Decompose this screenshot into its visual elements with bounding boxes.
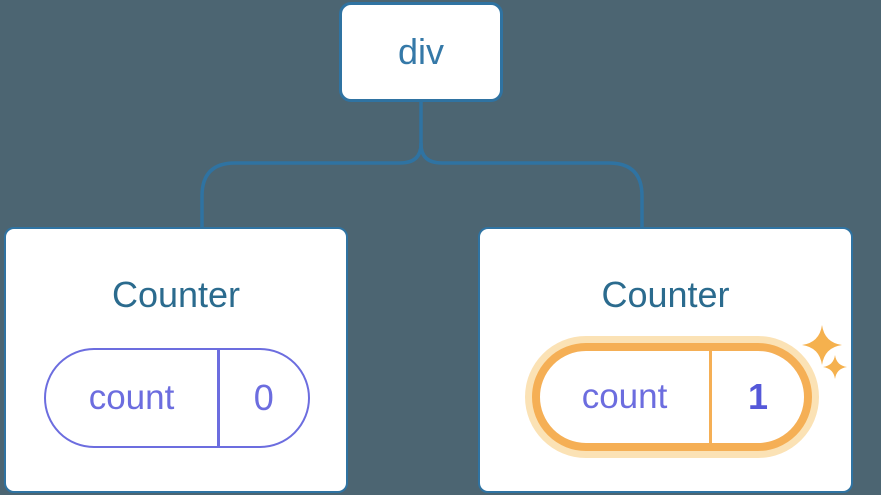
connector-left-branch: [200, 142, 423, 230]
state-key-label: count: [581, 377, 668, 416]
counter-card-right: Counter count 1: [478, 227, 853, 493]
state-key-label: count: [88, 378, 175, 417]
root-node-label: div: [397, 31, 445, 72]
state-pill-highlight-glow: count 1: [525, 336, 819, 458]
state-pill-left: count 0: [44, 348, 310, 448]
state-pill-divider: [217, 350, 220, 446]
connector-right-branch: [419, 142, 644, 230]
state-value-updated: 1: [747, 376, 769, 417]
counter-card-left: Counter count 0: [4, 227, 348, 493]
state-value: 0: [253, 377, 274, 418]
component-title-right: Counter: [601, 274, 730, 315]
component-title-left: Counter: [111, 274, 241, 315]
state-pill-highlighted: count 1: [532, 343, 812, 451]
root-node-div: div: [339, 2, 503, 102]
state-pill-divider: [709, 351, 712, 443]
